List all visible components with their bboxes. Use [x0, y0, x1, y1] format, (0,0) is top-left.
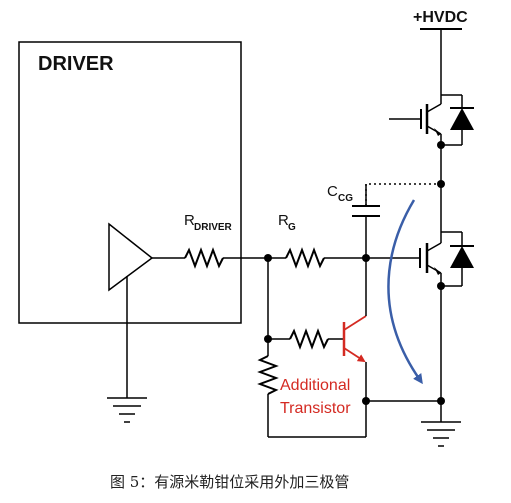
junction-dot [362, 397, 370, 405]
junction-dot [437, 141, 445, 149]
igbt-icon [414, 184, 442, 401]
resistor-icon [289, 328, 329, 350]
c-cg-label: C [327, 183, 338, 200]
diode-icon [441, 231, 474, 287]
current-arrow [387, 199, 423, 385]
resistor-icon [184, 247, 224, 269]
r-gate-subscript: G [288, 222, 296, 233]
supply-label: +HVDC [413, 9, 468, 26]
buffer-amplifier-icon [108, 222, 154, 398]
r-driver-label: R [184, 212, 195, 229]
junction-dot [437, 282, 445, 290]
diode-icon [441, 94, 474, 146]
resistor-icon [257, 355, 279, 395]
igbt-icon [389, 90, 442, 184]
additional-label-line1: Additional [280, 377, 350, 394]
c-cg-subscript: CG [338, 193, 353, 204]
driver-label: DRIVER [38, 53, 114, 75]
driver-box [18, 41, 242, 324]
npn-transistor-icon [342, 258, 367, 401]
dotted-connection [365, 183, 441, 206]
figure-caption: 图 5：有源米勒钳位采用外加三极管 [110, 473, 349, 491]
resistor-icon [285, 247, 325, 269]
additional-label-line2: Transistor [280, 400, 351, 417]
ground-icon [421, 421, 461, 447]
r-gate-label: R [278, 212, 289, 229]
r-driver-subscript: DRIVER [194, 222, 233, 233]
ground-icon [107, 397, 147, 423]
